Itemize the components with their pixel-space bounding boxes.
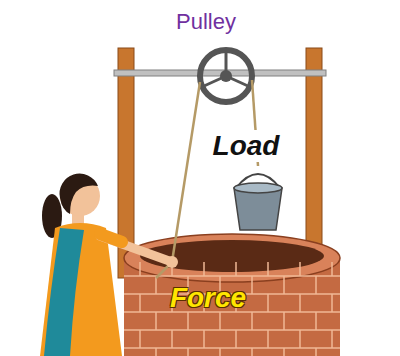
brick-line xyxy=(187,348,189,356)
brick-line xyxy=(251,276,253,294)
brick-line xyxy=(331,262,333,276)
part-label: Load xyxy=(209,130,284,162)
diagram-title: Pulley xyxy=(176,9,236,34)
brick-line xyxy=(139,294,141,312)
brick-line xyxy=(139,262,141,276)
pulley-wheel xyxy=(200,50,252,102)
brick-line xyxy=(235,330,237,348)
rope xyxy=(172,82,200,262)
brick-line xyxy=(139,330,141,348)
brick-line xyxy=(155,312,157,330)
brick-line xyxy=(203,262,205,276)
part-label: Force xyxy=(170,282,246,314)
brick-line xyxy=(267,294,269,312)
brick-line xyxy=(299,262,301,276)
brick-line xyxy=(155,348,157,356)
brick-line xyxy=(315,312,317,330)
brick-line xyxy=(331,330,333,348)
cross-bar xyxy=(114,70,326,76)
woman-figure xyxy=(40,174,178,356)
brick-line xyxy=(283,276,285,294)
brick-line xyxy=(315,276,317,294)
brick-line xyxy=(171,330,173,348)
brick-line xyxy=(251,312,253,330)
brick-line xyxy=(235,262,237,276)
brick-line xyxy=(331,294,333,312)
brick-line xyxy=(299,330,301,348)
brick-line xyxy=(251,348,253,356)
brick-line xyxy=(187,312,189,330)
brick-line xyxy=(267,262,269,276)
brick-line xyxy=(283,348,285,356)
brick-line xyxy=(283,312,285,330)
brick-line xyxy=(315,348,317,356)
brick-line xyxy=(155,276,157,294)
brick-line xyxy=(219,348,221,356)
bucket xyxy=(234,174,282,230)
brick-line xyxy=(203,330,205,348)
brick-line xyxy=(219,312,221,330)
brick-line xyxy=(299,294,301,312)
brick-line xyxy=(267,330,269,348)
